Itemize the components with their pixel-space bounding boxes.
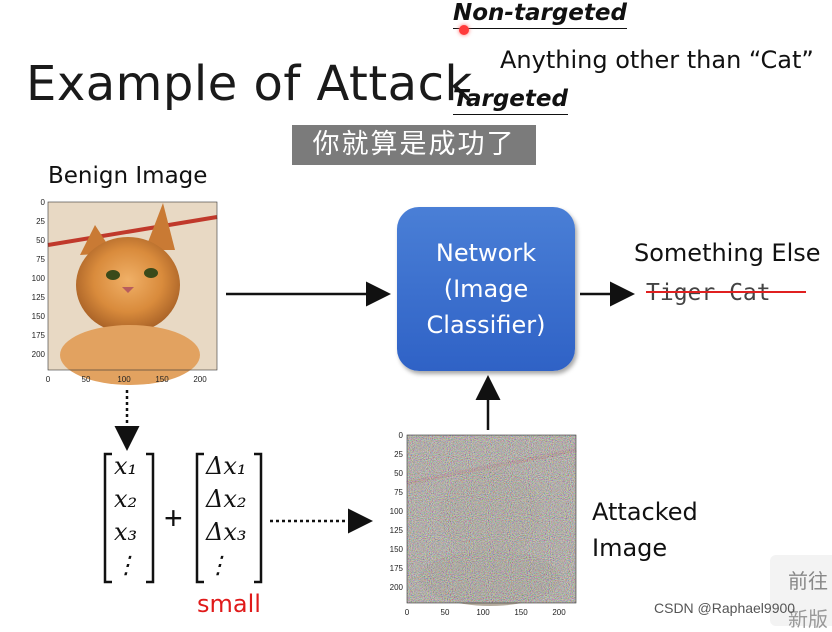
- x-tick: 50: [441, 608, 450, 617]
- x-tick: 200: [193, 375, 207, 384]
- vector-x: x₁ x₂ x₃ ⋮: [114, 450, 138, 582]
- x-tick: 150: [514, 608, 528, 617]
- y-tick: 75: [36, 255, 45, 264]
- y-tick: 75: [394, 488, 403, 497]
- laser-pointer-dot: [459, 25, 469, 35]
- targeted-label: Targeted: [453, 86, 568, 115]
- benign-y-axis: 0 25 50 75 100 125 150 175 200: [32, 198, 46, 359]
- y-tick: 100: [32, 274, 46, 283]
- y-tick: 200: [390, 583, 404, 592]
- non-targeted-label: Non-targeted: [453, 0, 627, 29]
- vector-brackets: [103, 452, 263, 584]
- benign-x-axis: 0 50 100 150 200: [46, 375, 207, 384]
- y-tick: 50: [394, 469, 403, 478]
- attacked-y-axis: 0 25 50 75 100 125 150 175 200: [390, 431, 404, 592]
- y-tick: 25: [36, 217, 45, 226]
- y-tick: 200: [32, 350, 46, 359]
- y-tick: 175: [390, 564, 404, 573]
- benign-image-plot: 0 25 50 75 100 125 150 175 200 0 50 100 …: [32, 198, 218, 385]
- benign-image-red-stripe: [47, 215, 218, 247]
- vector-dx-1: Δx₁: [206, 452, 247, 480]
- attacked-x-axis: 0 50 100 150 200: [405, 608, 566, 617]
- small-label: small: [197, 590, 261, 618]
- benign-image-label: Benign Image: [48, 163, 208, 189]
- y-tick: 125: [32, 293, 46, 302]
- vector-x-2: x₂: [114, 485, 138, 513]
- strikethrough-line: [646, 291, 806, 293]
- attacked-image-plot: 0 25 50 75 100 125 150 175 200 0 50 100 …: [390, 431, 577, 617]
- cat-icon: [47, 201, 218, 385]
- y-tick: 150: [32, 312, 46, 321]
- output-something-else: Something Else: [634, 239, 821, 267]
- non-targeted-description: Anything other than “Cat”: [500, 46, 814, 74]
- x-tick: 100: [117, 375, 131, 384]
- new-version-text-line1[interactable]: 前往: [788, 571, 828, 593]
- x-tick: 50: [82, 375, 91, 384]
- x-tick: 100: [476, 608, 490, 617]
- network-label-line1: Network: [435, 239, 537, 267]
- attacked-label-line1: Attacked: [592, 498, 698, 526]
- attacked-image-label: Attacked Image: [592, 494, 698, 566]
- y-tick: 25: [394, 450, 403, 459]
- vector-x-3: x₃: [114, 518, 138, 546]
- attacked-label-line2: Image: [592, 534, 668, 562]
- plus-sign: +: [164, 500, 183, 536]
- vector-dx-3: Δx₃: [206, 518, 247, 546]
- x-tick: 200: [552, 608, 566, 617]
- new-version-button[interactable]: [770, 555, 832, 626]
- y-tick: 175: [32, 331, 46, 340]
- output-tiger-cat: Tiger Cat: [646, 280, 771, 306]
- y-tick: 0: [399, 431, 404, 440]
- network-label-line2: (Image: [443, 275, 529, 303]
- x-tick: 0: [46, 375, 51, 384]
- y-tick: 0: [41, 198, 46, 207]
- video-subtitle: 你就算是成功了: [292, 125, 536, 165]
- network-classifier-box: Network (Image Classifier): [397, 207, 575, 371]
- y-tick: 125: [390, 526, 404, 535]
- x-tick: 0: [405, 608, 410, 617]
- vector-x-1: x₁: [114, 452, 138, 480]
- adversarial-noise: [407, 435, 576, 603]
- slide-title: Example of Attack: [26, 56, 473, 112]
- network-label-line3: Classifier): [426, 311, 546, 339]
- x-tick: 150: [155, 375, 169, 384]
- vector-dx-ellipsis: ⋮: [206, 551, 230, 579]
- vector-dx-2: Δx₂: [206, 485, 247, 513]
- vector-x-ellipsis: ⋮: [114, 551, 138, 579]
- csdn-watermark: CSDN @Raphael9900: [654, 600, 796, 616]
- y-tick: 150: [390, 545, 404, 554]
- y-tick: 100: [390, 507, 404, 516]
- y-tick: 50: [36, 236, 45, 245]
- vector-delta-x: Δx₁ Δx₂ Δx₃ ⋮: [206, 450, 247, 582]
